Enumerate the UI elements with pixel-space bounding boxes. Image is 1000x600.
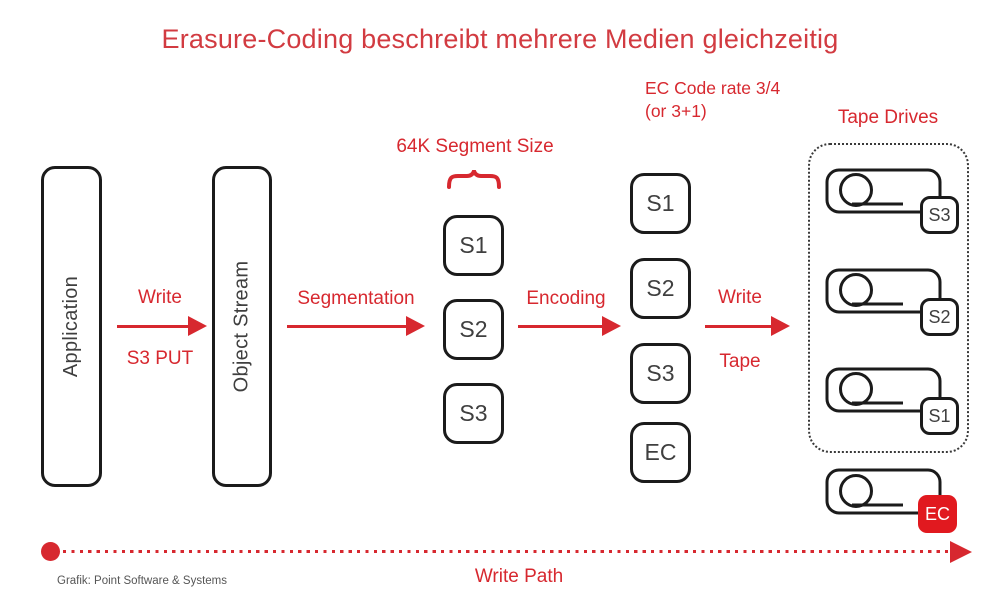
ec-code-rate-line2: (or 3+1) xyxy=(645,100,707,121)
ec-box-ec-label: EC xyxy=(644,439,677,465)
ec-box-s3-label: S3 xyxy=(646,360,675,386)
write-s3-arrow-label-top: Write xyxy=(138,287,182,308)
segment-box-s3-label: S3 xyxy=(459,400,488,426)
write-s3-arrow-head-icon xyxy=(188,316,207,336)
tape-drive-badge-ec-label: EC xyxy=(924,503,950,524)
tape-drive-badge-s3: S3 xyxy=(920,196,959,234)
write-tape-arrow-head-icon xyxy=(771,316,790,336)
page-title: Erasure-Coding beschreibt mehrere Medien… xyxy=(161,24,839,54)
tape-drives-label: Tape Drives xyxy=(837,107,939,128)
write-tape-arrow-label-top: Write xyxy=(718,287,762,308)
ec-box-ec: EC xyxy=(630,422,691,483)
tape-drive-icon xyxy=(825,268,942,314)
application-node: Application xyxy=(41,166,102,487)
ec-code-rate-label: EC Code rate 3/4 (or 3+1) xyxy=(645,77,780,123)
segment-box-s2-label: S2 xyxy=(459,316,488,342)
object-stream-label: Object Stream xyxy=(230,260,253,393)
segment-box-s1: S1 xyxy=(443,215,504,276)
write-s3-arrow-label-bottom: S3 PUT xyxy=(126,348,194,369)
tape-drive-icon xyxy=(825,168,942,214)
tape-drive-badge-ec: EC xyxy=(918,495,957,533)
ec-box-s2-label: S2 xyxy=(646,275,675,301)
write-path-dotted-line xyxy=(63,550,949,554)
ec-box-s3: S3 xyxy=(630,343,691,404)
tape-drives-frame xyxy=(808,143,969,453)
segmentation-arrow-label: Segmentation xyxy=(297,288,415,309)
brace-icon xyxy=(447,170,501,189)
write-tape-arrow-label-bottom: Tape xyxy=(719,351,761,372)
segment-box-s2: S2 xyxy=(443,299,504,360)
ec-box-s1: S1 xyxy=(630,173,691,234)
write-path-arrow-head-icon xyxy=(950,541,972,563)
write-s3-arrow-line xyxy=(117,325,189,328)
ec-code-rate-line1: EC Code rate 3/4 xyxy=(645,78,781,98)
tape-drive-badge-s1: S1 xyxy=(920,397,959,435)
segmentation-arrow-line xyxy=(287,325,407,328)
tape-drive-icon xyxy=(825,367,942,413)
segment-box-s3: S3 xyxy=(443,383,504,444)
ec-box-s2: S2 xyxy=(630,258,691,319)
write-tape-arrow-line xyxy=(705,325,772,328)
tape-drive-badge-s3-label: S3 xyxy=(928,204,951,225)
segment-size-label: 64K Segment Size xyxy=(396,136,554,157)
object-stream-node: Object Stream xyxy=(212,166,272,487)
segmentation-arrow-head-icon xyxy=(406,316,425,336)
tape-drive-badge-s2: S2 xyxy=(920,298,959,336)
application-label: Application xyxy=(60,275,82,378)
encoding-arrow-head-icon xyxy=(602,316,621,336)
segment-box-s1-label: S1 xyxy=(459,232,488,258)
credit-text: Grafik: Point Software & Systems xyxy=(57,575,228,587)
encoding-arrow-label: Encoding xyxy=(526,288,606,309)
tape-drive-badge-s2-label: S2 xyxy=(928,306,951,327)
ec-box-s1-label: S1 xyxy=(646,190,675,216)
tape-drive-icon xyxy=(825,468,942,515)
write-path-label: Write Path xyxy=(474,566,564,587)
encoding-arrow-line xyxy=(518,325,603,328)
write-path-start-dot xyxy=(41,542,60,561)
tape-drive-badge-s1-label: S1 xyxy=(928,405,951,426)
